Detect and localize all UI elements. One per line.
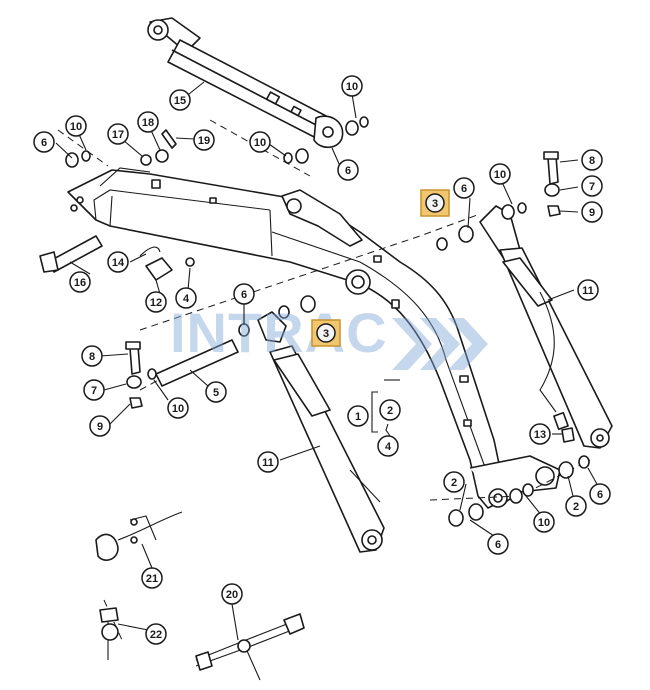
callout-6[interactable]: 6 xyxy=(487,533,509,555)
callout-18[interactable]: 18 xyxy=(137,111,159,133)
callout-10[interactable]: 10 xyxy=(167,397,189,419)
callout-10[interactable]: 10 xyxy=(65,115,87,137)
svg-text:16: 16 xyxy=(74,277,86,289)
callout-15[interactable]: 15 xyxy=(169,89,191,111)
callout-8[interactable]: 8 xyxy=(81,345,103,367)
callout-19[interactable]: 19 xyxy=(193,129,215,151)
callout-6[interactable]: 6 xyxy=(589,483,611,505)
svg-text:15: 15 xyxy=(174,95,186,107)
right-lift-cylinder xyxy=(479,205,613,449)
svg-text:9: 9 xyxy=(97,421,103,433)
callout-10[interactable]: 10 xyxy=(533,511,555,533)
svg-text:7: 7 xyxy=(589,181,595,193)
callout-5[interactable]: 5 xyxy=(205,381,227,403)
svg-text:2: 2 xyxy=(387,405,393,417)
callout-16[interactable]: 16 xyxy=(69,271,91,293)
callout-10[interactable]: 10 xyxy=(489,163,511,185)
svg-text:22: 22 xyxy=(150,629,162,641)
svg-text:10: 10 xyxy=(538,517,550,529)
callout-2[interactable]: 2 xyxy=(379,399,401,421)
watermark-text: INTRAC xyxy=(170,301,388,364)
callouts: 6 10 17 18 19 15 10 10 6 3 6 10 8 7 9 11… xyxy=(33,75,611,645)
intrac-watermark: INTRAC xyxy=(170,301,488,370)
callout-14[interactable]: 14 xyxy=(107,251,129,273)
svg-text:7: 7 xyxy=(91,385,97,397)
svg-text:3: 3 xyxy=(432,198,438,210)
svg-text:4: 4 xyxy=(385,441,392,453)
svg-text:6: 6 xyxy=(241,289,247,301)
svg-text:8: 8 xyxy=(589,155,595,167)
svg-text:11: 11 xyxy=(262,457,274,469)
svg-text:2: 2 xyxy=(573,501,579,513)
svg-text:9: 9 xyxy=(589,207,595,219)
callout-9[interactable]: 9 xyxy=(89,415,111,437)
callout-3-highlighted[interactable]: 3 xyxy=(420,189,450,217)
svg-text:4: 4 xyxy=(183,293,190,305)
svg-text:6: 6 xyxy=(345,165,351,177)
svg-text:20: 20 xyxy=(226,589,238,601)
callout-6[interactable]: 6 xyxy=(33,131,55,153)
callout-11[interactable]: 11 xyxy=(257,451,279,473)
svg-text:5: 5 xyxy=(213,387,219,399)
svg-text:3: 3 xyxy=(323,328,329,340)
svg-text:10: 10 xyxy=(346,81,358,93)
svg-text:10: 10 xyxy=(254,137,266,149)
callout-13[interactable]: 13 xyxy=(529,423,551,445)
svg-text:10: 10 xyxy=(172,403,184,415)
svg-text:18: 18 xyxy=(142,117,154,129)
callout-11[interactable]: 11 xyxy=(577,279,599,301)
callout-4[interactable]: 4 xyxy=(175,287,197,309)
callout-4[interactable]: 4 xyxy=(377,435,399,457)
svg-text:6: 6 xyxy=(461,183,467,195)
callout-12[interactable]: 12 xyxy=(145,291,167,313)
left-lift-cylinder xyxy=(257,311,385,553)
callout-6[interactable]: 6 xyxy=(453,177,475,199)
svg-text:6: 6 xyxy=(597,489,603,501)
callout-2[interactable]: 2 xyxy=(565,495,587,517)
callout-20[interactable]: 20 xyxy=(221,583,243,605)
hardware xyxy=(39,116,590,681)
svg-text:6: 6 xyxy=(495,539,501,551)
callout-9[interactable]: 9 xyxy=(581,201,603,223)
callout-22[interactable]: 22 xyxy=(145,623,167,645)
svg-text:13: 13 xyxy=(534,429,546,441)
callout-2[interactable]: 2 xyxy=(443,471,465,493)
callout-10[interactable]: 10 xyxy=(341,75,363,97)
boom-cylinder xyxy=(147,17,344,149)
callout-1[interactable]: 1 xyxy=(347,405,369,427)
svg-text:19: 19 xyxy=(198,135,210,147)
callout-7[interactable]: 7 xyxy=(581,175,603,197)
svg-text:2: 2 xyxy=(451,477,457,489)
svg-text:12: 12 xyxy=(150,297,162,309)
svg-text:10: 10 xyxy=(70,121,82,133)
svg-text:10: 10 xyxy=(494,169,506,181)
svg-text:14: 14 xyxy=(112,257,125,269)
callout-21[interactable]: 21 xyxy=(141,567,163,589)
svg-text:21: 21 xyxy=(146,573,158,585)
callout-3-highlighted[interactable]: 3 xyxy=(311,319,341,347)
callout-7[interactable]: 7 xyxy=(83,379,105,401)
callout-8[interactable]: 8 xyxy=(581,149,603,171)
svg-text:6: 6 xyxy=(41,137,47,149)
callout-17[interactable]: 17 xyxy=(107,123,129,145)
boom xyxy=(67,167,561,509)
svg-text:11: 11 xyxy=(582,285,594,297)
callout-6[interactable]: 6 xyxy=(337,159,359,181)
callout-6[interactable]: 6 xyxy=(233,283,255,305)
svg-text:8: 8 xyxy=(89,351,95,363)
svg-text:1: 1 xyxy=(355,411,361,423)
svg-text:17: 17 xyxy=(112,129,124,141)
callout-10[interactable]: 10 xyxy=(249,131,271,153)
